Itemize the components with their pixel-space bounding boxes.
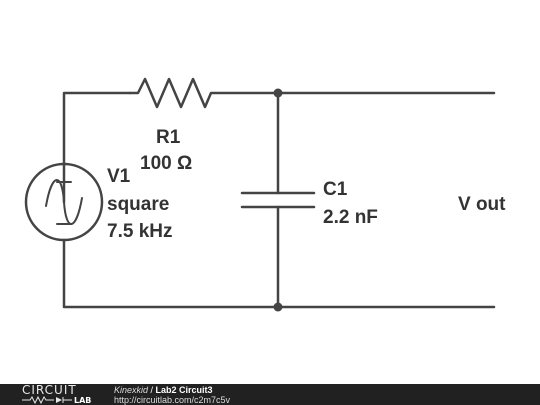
junction-bottom <box>273 302 283 312</box>
output-label: V out <box>458 194 506 215</box>
schematic-canvas: R1 100 Ω V1 square 7.5 kHz C1 2.2 nF V o… <box>24 77 507 312</box>
author-name[interactable]: Kinexkid <box>114 385 149 395</box>
title-separator: / <box>148 385 156 395</box>
v1-name-label: V1 <box>107 166 131 187</box>
logo-resistor-icon <box>22 396 72 404</box>
junction-top <box>273 88 283 98</box>
logo-top-text: CIRCUIT <box>22 383 77 397</box>
v1-frequency-label: 7.5 kHz <box>107 221 172 242</box>
top-wire <box>62 91 132 204</box>
r1-name-label: R1 <box>156 127 181 148</box>
credit-block: Kinexkid / Lab2 Circuit3 http://circuitl… <box>114 385 230 405</box>
sine-wave-icon <box>45 179 83 225</box>
v1-waveform-label: square <box>107 194 169 215</box>
c1-name-label: C1 <box>323 179 348 200</box>
circuit-title[interactable]: Lab2 Circuit3 <box>155 385 213 395</box>
r1-value-label: 100 Ω <box>140 153 192 174</box>
footer-bar: CIRCUIT LAB Kinexkid / Lab2 Circuit3 htt… <box>0 384 540 405</box>
circuit-schematic: R1 100 Ω V1 square 7.5 kHz C1 2.2 nF V o… <box>24 77 506 312</box>
resistor-r1 <box>128 77 496 109</box>
logo-bottom-text: LAB <box>74 396 92 405</box>
c1-value-label: 2.2 nF <box>323 207 378 228</box>
voltage-source-v1 <box>24 162 104 242</box>
bottom-wire <box>62 238 496 309</box>
circuit-url[interactable]: http://circuitlab.com/c2m7c5v <box>114 395 231 405</box>
circuitlab-logo[interactable]: CIRCUIT LAB <box>22 384 94 405</box>
